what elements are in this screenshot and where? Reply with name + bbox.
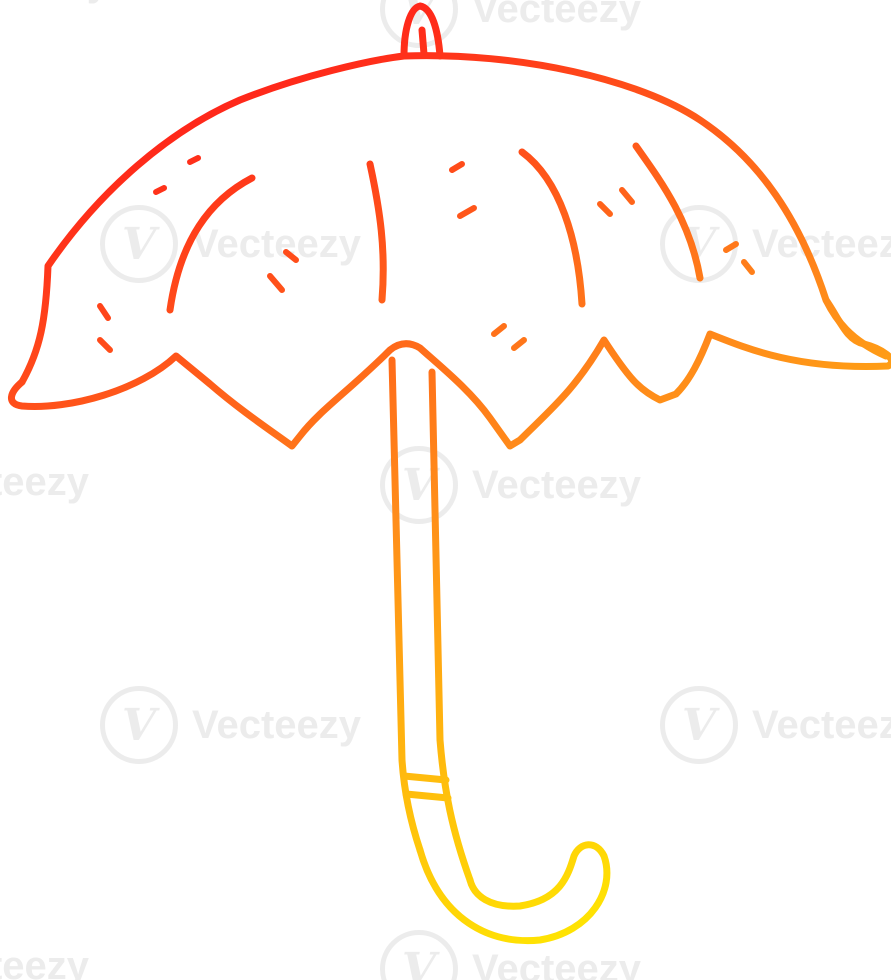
umbrella-rib <box>366 160 387 304</box>
canopy-mark <box>511 337 527 351</box>
umbrella-rib <box>632 142 704 282</box>
canopy-mark <box>723 241 739 253</box>
canopy-mark <box>449 161 465 173</box>
umbrella-handle-band <box>400 772 450 784</box>
canopy-mark <box>619 187 635 205</box>
umbrella-handle <box>416 841 611 945</box>
umbrella-rib <box>518 148 586 308</box>
umbrella-rib <box>166 174 256 314</box>
umbrella-handle-band <box>402 790 452 802</box>
umbrella-canopy-top <box>18 52 890 386</box>
umbrella-shaft <box>388 356 424 854</box>
canopy-mark <box>741 259 755 275</box>
canopy-mark <box>97 337 113 353</box>
umbrella-canopy-edge <box>8 330 891 450</box>
umbrella-tip <box>400 2 444 60</box>
canopy-mark <box>187 155 201 165</box>
canopy-mark <box>97 303 111 321</box>
canopy-mark <box>153 185 167 195</box>
canopy-mark <box>283 249 299 263</box>
umbrella-canopy-edge-inner <box>822 296 868 348</box>
canopy-mark <box>457 205 477 219</box>
canopy-mark <box>597 201 613 217</box>
umbrella-tip-inner <box>418 26 428 58</box>
canopy-mark <box>491 323 507 337</box>
canopy-mark <box>267 273 285 293</box>
umbrella-shaft <box>428 368 474 884</box>
